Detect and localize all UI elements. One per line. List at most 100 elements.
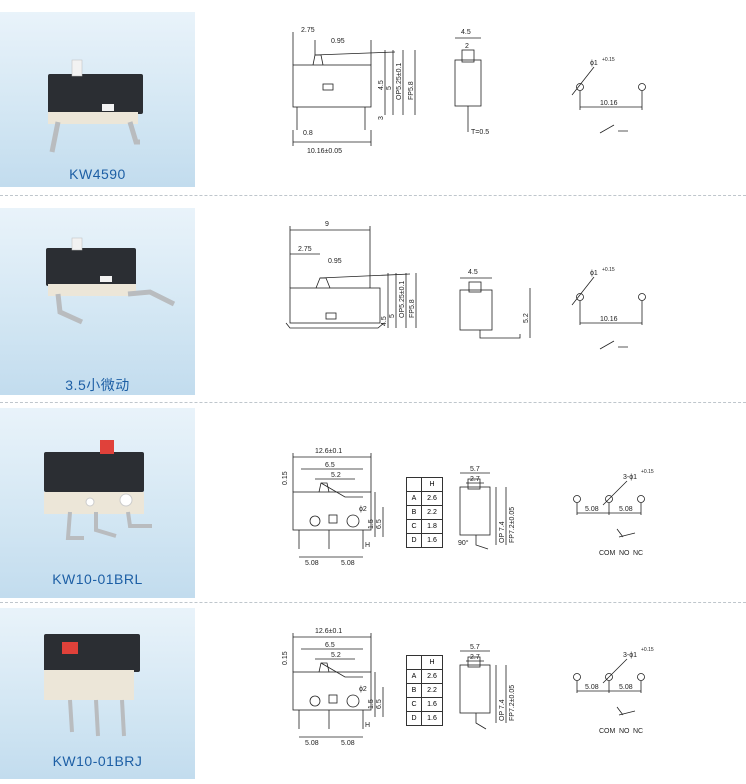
dim-label: H bbox=[365, 542, 370, 549]
side-view-drawing: 12.6±0.1 6.5 5.2 0.15 ϕ2 1.5 6.5 H 5.08 … bbox=[282, 448, 384, 567]
hole-spec: ϕ2 bbox=[359, 506, 367, 513]
dim-label: 0.95 bbox=[331, 38, 345, 45]
dim-label: 9 bbox=[325, 221, 329, 228]
dim-label: 2.75 bbox=[301, 27, 315, 34]
side-view-drawing: 2.75 0.95 0.8 10.16±0.05 4.5 5 3 OP5.25±… bbox=[292, 27, 489, 155]
dim-label: 5.08 bbox=[585, 506, 599, 513]
dim-label: 5.2 bbox=[523, 313, 530, 323]
hole-tolerance: +0.15 bbox=[602, 267, 615, 273]
dim-label: 6.5 bbox=[376, 519, 383, 529]
dim-label: 4.5 bbox=[461, 29, 471, 36]
dim-label: 2.7 bbox=[470, 476, 480, 483]
dim-label: 6.5 bbox=[325, 642, 335, 649]
dim-label: FP7.2±0.05 bbox=[509, 685, 516, 721]
model-name: KW10-01BRJ bbox=[52, 753, 143, 769]
dim-label: 10.16 bbox=[600, 100, 618, 107]
dim-label: 4.5 bbox=[381, 316, 388, 326]
product-row-kw10-01brl: KW10-01BRL 12.6±0.1 6.5 5.2 0.15 ϕ2 1.5 … bbox=[0, 405, 746, 600]
dim-label: 5.2 bbox=[331, 472, 341, 479]
dim-label: 0.95 bbox=[328, 258, 342, 265]
dim-label: 2.7 bbox=[470, 654, 480, 661]
dim-label: 5.08 bbox=[585, 684, 599, 691]
product-photo bbox=[0, 208, 195, 395]
front-view-drawing: 5.7 2.7 OP 7.4 FP7.2±0.05 90° bbox=[458, 466, 516, 550]
dim-label: 0.15 bbox=[282, 471, 289, 485]
hole-spec: ϕ2 bbox=[359, 686, 367, 693]
terminal-label: NO bbox=[619, 728, 630, 735]
dim-label: FP7.2±0.05 bbox=[509, 507, 516, 543]
side-view-drawing: 9 2.75 0.95 4.5 5 OP5.25±0.1 FP5.8 4.5 5… bbox=[285, 221, 531, 339]
dim-label: H bbox=[365, 722, 370, 729]
terminal-label: COM bbox=[599, 728, 616, 735]
dim-label: 5.7 bbox=[470, 644, 480, 651]
dim-label: 5.08 bbox=[619, 506, 633, 513]
dim-label: 10.16 bbox=[600, 316, 618, 323]
dim-label: 5.08 bbox=[341, 560, 355, 567]
dim-label: 5.08 bbox=[305, 740, 319, 747]
terminal-label: COM bbox=[599, 550, 616, 557]
switch-photo bbox=[48, 59, 143, 153]
dim-label: 5.08 bbox=[305, 560, 319, 567]
dim-label: 6.5 bbox=[376, 699, 383, 709]
dim-label: 2 bbox=[465, 43, 469, 50]
dim-label: 10.16±0.05 bbox=[307, 148, 342, 155]
dim-label: 12.6±0.1 bbox=[315, 628, 342, 635]
hole-spec: ϕ1 bbox=[590, 60, 598, 67]
hole-tolerance: +0.15 bbox=[641, 469, 654, 475]
switch-photo bbox=[44, 440, 152, 540]
side-view-drawing: 12.6±0.1 6.5 5.2 0.15 ϕ2 1.5 6.5 H 5.08 … bbox=[282, 628, 384, 747]
pcb-layout-drawing: ϕ1 +0.15 10.16 bbox=[571, 57, 646, 134]
product-photo bbox=[0, 408, 195, 598]
dim-label: 5.08 bbox=[619, 684, 633, 691]
table-header: H bbox=[421, 477, 443, 492]
terminal-label: NC bbox=[633, 550, 643, 557]
pcb-layout-drawing: ϕ1 +0.15 10.16 bbox=[571, 267, 646, 350]
dim-label: 90° bbox=[458, 539, 469, 547]
hole-spec: 3-ϕ1 bbox=[623, 652, 637, 659]
divider bbox=[0, 402, 746, 403]
dim-label: 5.2 bbox=[331, 652, 341, 659]
terminal-label: NO bbox=[619, 550, 630, 557]
pcb-layout-drawing: 3-ϕ1 +0.15 5.08 5.08 COM NO NC bbox=[573, 647, 654, 735]
hole-tolerance: +0.15 bbox=[602, 57, 615, 63]
dim-label: 6.5 bbox=[325, 462, 335, 469]
product-row-kw4590: KW4590 2.75 0.95 0.8 10.16±0.05 4.5 5 3 … bbox=[0, 0, 746, 192]
product-row-kw10-01brj: KW10-01BRJ 12.6±0.1 6.5 5.2 0.15 ϕ2 1.5 … bbox=[0, 605, 746, 779]
dim-label: 4.5 bbox=[378, 80, 385, 90]
hole-tolerance: +0.15 bbox=[641, 647, 654, 653]
dim-label: 1.5 bbox=[368, 519, 375, 529]
switch-photo bbox=[46, 237, 176, 325]
dim-label: 0.15 bbox=[282, 651, 289, 665]
table-header: H bbox=[421, 655, 443, 670]
product-photo bbox=[0, 608, 195, 779]
pcb-layout-drawing: 3-ϕ1 +0.15 5.08 5.08 COM NO NC bbox=[573, 469, 654, 557]
dim-label: 2.75 bbox=[298, 246, 312, 253]
product-photo bbox=[0, 12, 195, 187]
dim-label: OP5.25±0.1 bbox=[396, 63, 403, 100]
dim-label: FP5.8 bbox=[409, 299, 416, 318]
dim-label: 3 bbox=[378, 116, 385, 120]
model-name: KW10-01BRL bbox=[52, 571, 143, 587]
terminal-label: NC bbox=[633, 728, 643, 735]
dim-label: T=0.5 bbox=[471, 129, 489, 136]
dim-label: 5.7 bbox=[470, 466, 480, 473]
model-name: KW4590 bbox=[69, 166, 126, 182]
dim-label: 5 bbox=[389, 314, 396, 318]
dim-label: OP5.25±0.1 bbox=[399, 281, 406, 318]
dim-label: 1.5 bbox=[368, 699, 375, 709]
dim-label: 12.6±0.1 bbox=[315, 448, 342, 455]
dim-label: 4.5 bbox=[468, 269, 478, 276]
divider bbox=[0, 195, 746, 196]
hole-spec: ϕ1 bbox=[590, 270, 598, 277]
dim-label: 5 bbox=[386, 86, 393, 90]
dim-label: 5.08 bbox=[341, 740, 355, 747]
